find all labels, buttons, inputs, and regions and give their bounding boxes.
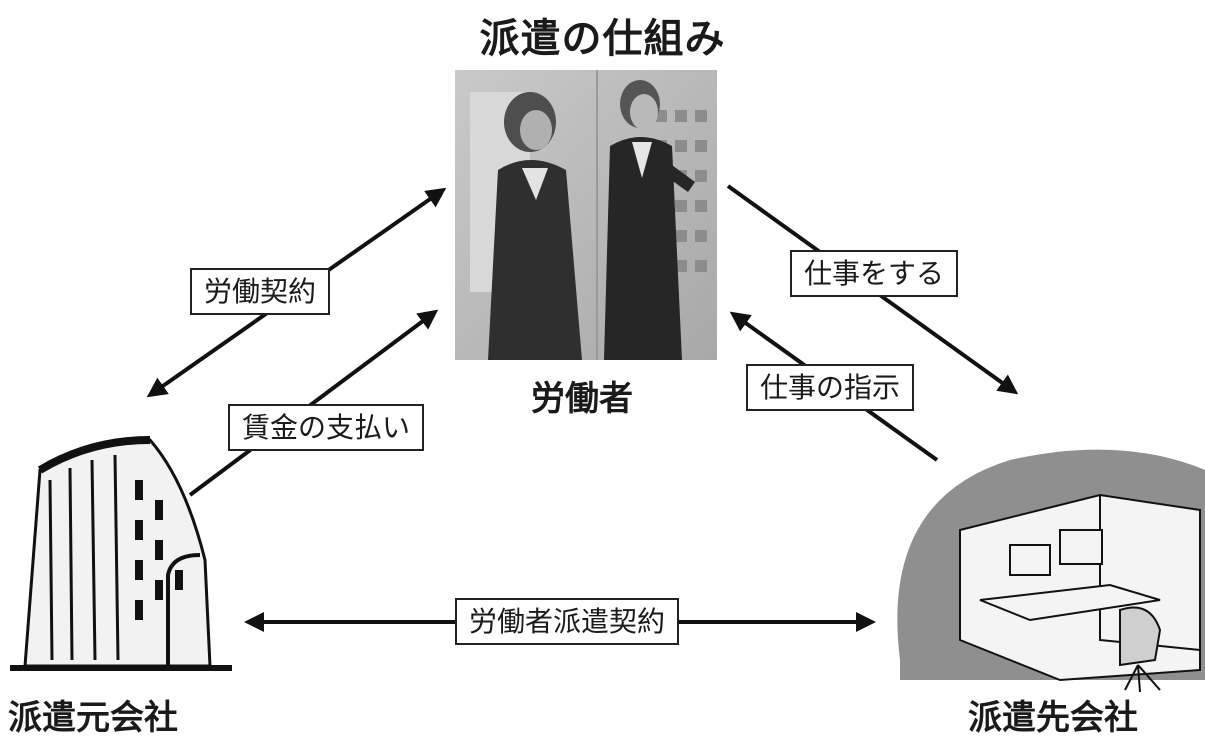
do-work-label: 仕事をする xyxy=(790,250,959,297)
worker-image xyxy=(455,70,717,360)
work-instructions-label: 仕事の指示 xyxy=(746,364,915,411)
building-icon xyxy=(10,436,232,671)
office-icon xyxy=(897,449,1205,693)
dispatching-company-label: 派遣元会社 xyxy=(8,698,178,736)
client-company-label: 派遣先会社 xyxy=(968,698,1138,736)
worker-label: 労働者 xyxy=(531,379,633,419)
dispatch-contract-label: 労働者派遣契約 xyxy=(455,598,680,645)
diagram-title: 派遣の仕組み xyxy=(479,16,726,62)
arrow-wage-payment xyxy=(188,309,439,497)
wage-payment-label: 賃金の支払い xyxy=(228,404,425,451)
labor-contract-label: 労働契約 xyxy=(190,268,331,315)
